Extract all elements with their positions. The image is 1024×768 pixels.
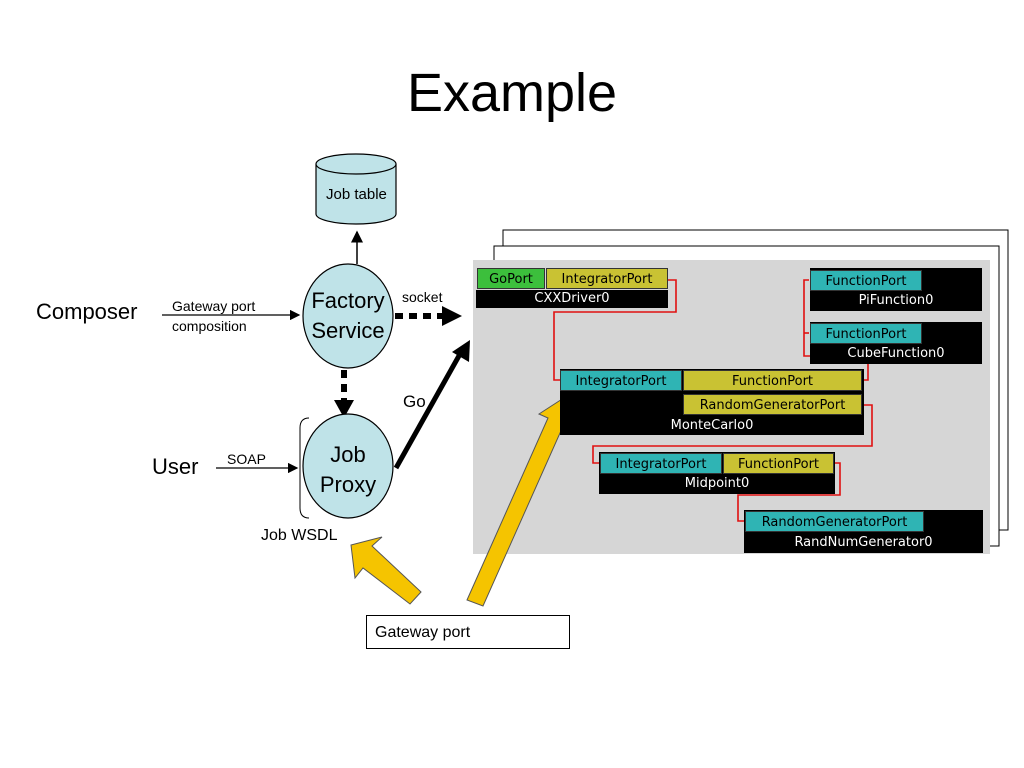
- job-proxy-label-1: Job: [330, 442, 366, 467]
- midpoint-functionport[interactable]: FunctionPort: [723, 453, 834, 474]
- page-title: Example: [406, 63, 618, 123]
- montecarlo-functionport[interactable]: FunctionPort: [683, 370, 862, 391]
- yellow-arrow-to-wsdl: [350, 536, 422, 605]
- pifunction-functionport[interactable]: FunctionPort: [810, 270, 922, 291]
- job-table-cylinder: [315, 153, 397, 225]
- job-proxy-label-2: Proxy: [319, 472, 377, 497]
- socket-label: socket: [402, 289, 443, 305]
- cubefunction-name: CubeFunction0: [810, 345, 982, 363]
- user-label: User: [152, 454, 199, 479]
- randnum-name: RandNumGenerator0: [744, 534, 983, 552]
- composer-label: Composer: [36, 299, 138, 324]
- gateway-port-composition-label-1: Gateway port: [172, 298, 256, 314]
- cxxdriver-name: CXXDriver0: [476, 290, 668, 308]
- job-table-label: Job table: [326, 186, 387, 203]
- cubefunction-functionport[interactable]: FunctionPort: [810, 323, 922, 344]
- montecarlo-randomgeneratorport[interactable]: RandomGeneratorPort: [683, 394, 862, 415]
- midpoint-name: Midpoint0: [599, 475, 835, 493]
- job-proxy-node: [302, 413, 394, 519]
- cxxdriver-integratorport[interactable]: IntegratorPort: [546, 268, 668, 289]
- proxy-bracket: [299, 417, 310, 519]
- factory-service-label-2: Service: [311, 318, 385, 343]
- midpoint-integratorport[interactable]: IntegratorPort: [600, 453, 722, 474]
- goport-box[interactable]: GoPort: [477, 268, 545, 289]
- go-label: Go: [403, 392, 426, 411]
- pifunction-name: PiFunction0: [810, 292, 982, 310]
- factory-service-label-1: Factory: [311, 288, 385, 313]
- go-arrow: [393, 352, 463, 470]
- gateway-port-box: Gateway port: [366, 615, 570, 649]
- job-wsdl-label: Job WSDL: [261, 527, 338, 544]
- soap-label: SOAP: [227, 451, 266, 467]
- randnum-randomgeneratorport[interactable]: RandomGeneratorPort: [745, 511, 924, 532]
- montecarlo-integratorport[interactable]: IntegratorPort: [560, 370, 682, 391]
- factory-service-node: [302, 263, 394, 369]
- gateway-port-composition-label-2: composition: [172, 318, 247, 334]
- montecarlo-name: MonteCarlo0: [560, 417, 864, 435]
